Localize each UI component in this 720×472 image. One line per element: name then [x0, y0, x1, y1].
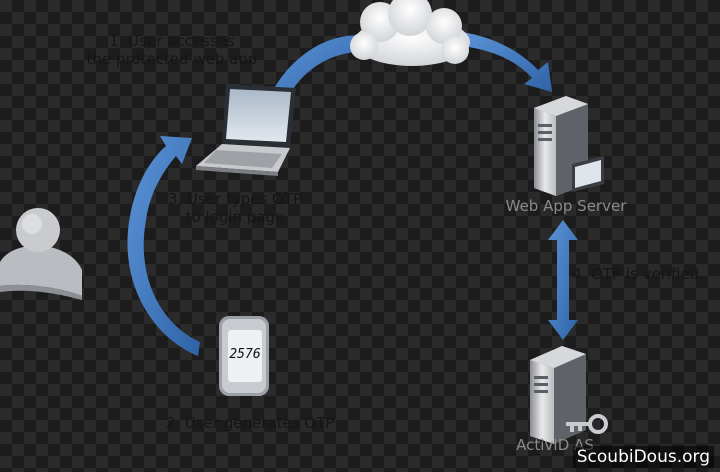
step3-line1: 3. User types OTP: [167, 190, 303, 208]
step3-label: 3. User types OTP to login page: [150, 190, 320, 226]
step1-line1: 1. User accesses: [109, 32, 235, 50]
arrow-laptop-to-cloud: [272, 35, 366, 103]
arrow-server-to-as: [548, 220, 578, 340]
step3-line2: to login page: [185, 208, 285, 226]
laptop-icon: [196, 84, 296, 176]
key-icon: [566, 414, 608, 434]
arrow-token-to-laptop: [127, 136, 200, 356]
user-icon: [0, 208, 82, 300]
token-icon: 2576: [219, 316, 269, 396]
arrow-cloud-to-server: [462, 32, 552, 92]
step1-line2: the protected web app: [86, 50, 258, 68]
step1-label: 1. User accesses the protected web app: [62, 32, 282, 68]
step2-label: 2. User generates OTP: [165, 414, 335, 432]
auth-server-icon: [530, 346, 586, 444]
web-server-label: Web App Server: [505, 197, 627, 215]
watermark: ScoubiDous.org: [572, 446, 714, 468]
cloud-icon: [350, 0, 470, 66]
otp-code: 2576: [229, 347, 260, 362]
step4-label: 4. OTP is verified: [572, 265, 700, 283]
server-icon: [534, 96, 604, 196]
